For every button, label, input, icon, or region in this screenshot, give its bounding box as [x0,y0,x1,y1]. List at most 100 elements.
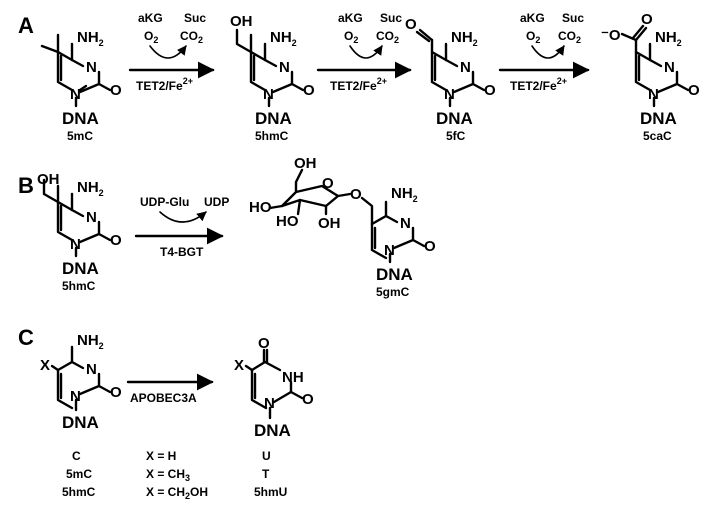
structure-5mc: NH2 N N O DNA 5mC [40,29,122,143]
amine-label: NH2 [77,332,104,351]
udp-glu-label: UDP-Glu [140,195,189,209]
ring-n3-label: N [86,209,97,226]
reaction-arrow-3: aKG O2 Suc CO2 TET2/Fe2+ [498,11,590,93]
carbonyl-o-label: O [110,232,122,249]
dna-label: DNA [62,259,99,278]
dna-label: DNA [436,109,473,128]
akg-label: aKG [138,11,163,25]
hydroxyl-label: HO [276,213,299,230]
ring-nh-label: NH [282,369,304,386]
suc-label: Suc [380,11,402,25]
reaction-arrow-1: aKG O2 Suc CO2 TET2/Fe2+ [128,11,215,93]
co2-label: CO2 [180,29,203,45]
structure-x-cytosine: X NH2 N N O DNA [40,332,122,432]
amine-label: NH2 [451,29,478,48]
enzyme-label: TET2/Fe2+ [136,76,193,93]
suc-label: Suc [562,11,584,25]
ring-n1-label: N [70,86,81,103]
hydroxyl-label: OH [230,13,253,30]
amine-label: NH2 [270,29,297,48]
udp-label: UDP [204,195,229,209]
carboxylate-o-label: ⁻O [601,27,621,44]
reaction-arrow-b: UDP-Glu UDP T4-BGT [134,195,229,259]
o2-label: O2 [526,29,540,45]
o2-label: O2 [344,29,358,45]
dna-label: DNA [62,109,99,128]
dna-label: DNA [376,265,413,284]
hydroxyl-label: OH [318,215,341,232]
panel-label-a: A [18,13,34,38]
row-1-x: X = H [146,449,176,463]
compound-name-5cac: 5caC [643,129,672,143]
substituent-x-label: X [40,357,50,374]
apobec3a-label: APOBEC3A [130,391,197,405]
ring-n1-label: N [263,86,274,103]
t4-bgt-label: T4-BGT [160,245,204,259]
ring-n3-label: N [460,59,471,76]
ring-n3-label: N [664,59,675,76]
compound-name-5hmc: 5hmC [255,129,289,143]
carbonyl-o-label: O [484,82,496,99]
carboxyl-o-label: O [641,11,653,28]
substitution-table: C X = H U 5mC X = CH3 T 5hmC X = CH2OH 5… [62,449,287,501]
structure-x-uracil: O X NH N O DNA [234,335,314,440]
ring-n1-label: N [70,236,81,253]
row-3-x: X = CH2OH [146,485,208,501]
structure-5fc: O NH2 N N O DNA 5fC [405,16,496,143]
akg-label: aKG [338,11,363,25]
ring-n1-label: N [648,86,659,103]
hydroxyl-label: OH [37,171,60,188]
enzyme-label: TET2/Fe2+ [510,76,567,93]
row-3-product: 5hmU [254,485,287,499]
row-2-x: X = CH3 [146,467,190,483]
carbonyl-o-label: O [688,82,700,99]
compound-name-5gmc: 5gmC [376,285,410,299]
co2-label: CO2 [376,29,399,45]
ring-o-label: O [322,175,334,192]
co2-label: CO2 [558,29,581,45]
ring-n3-label: N [86,59,97,76]
reaction-arrow-2: aKG O2 Suc CO2 TET2/Fe2+ [316,11,412,93]
dna-label: DNA [255,109,292,128]
substituent-x-label: X [234,357,244,374]
ring-n3-label: N [400,215,411,232]
dna-label: DNA [62,413,99,432]
hydroxyl-label: HO [249,199,272,216]
panel-label-b: B [18,173,34,198]
aldehyde-o-label: O [405,16,417,33]
carbonyl-o4-label: O [258,335,270,352]
structure-5cac: ⁻O O NH2 N N O DNA 5caC [601,11,700,143]
compound-name-5mc: 5mC [67,129,93,143]
hydroxyl-label: OH [294,155,317,172]
compound-name-5fc: 5fC [446,129,466,143]
ring-n1-label: N [384,242,395,259]
enzyme-label: TET2/Fe2+ [330,76,387,93]
ring-n3-label: N [279,59,290,76]
amine-label: NH2 [391,185,418,204]
panel-label-c: C [18,325,34,350]
carbonyl-o-label: O [110,384,122,401]
ring-n1-label: N [70,388,81,405]
suc-label: Suc [184,11,206,25]
glycosidic-o-label: O [350,186,362,203]
row-3-substrate: 5hmC [62,485,96,499]
o2-label: O2 [144,29,158,45]
carbonyl-o-label: O [110,82,122,99]
structure-5hmc: OH NH2 N N O DNA 5hmC [230,13,315,143]
row-1-substrate: C [72,449,81,463]
row-2-substrate: 5mC [66,467,92,481]
amine-label: NH2 [77,29,104,48]
row-2-product: T [262,467,270,481]
ring-n1-label: N [264,395,275,412]
carbonyl-o-label: O [424,238,436,255]
structure-5hmc-b: OH NH2 N N O DNA 5hmC [37,171,122,293]
ring-n1-label: N [444,86,455,103]
akg-label: aKG [520,11,545,25]
reaction-arrow-c: APOBEC3A [126,373,214,405]
dna-label: DNA [254,421,291,440]
row-1-product: U [262,449,271,463]
amine-label: NH2 [655,29,682,48]
compound-name-5hmc-b: 5hmC [62,279,96,293]
ring-n3-label: N [86,361,97,378]
